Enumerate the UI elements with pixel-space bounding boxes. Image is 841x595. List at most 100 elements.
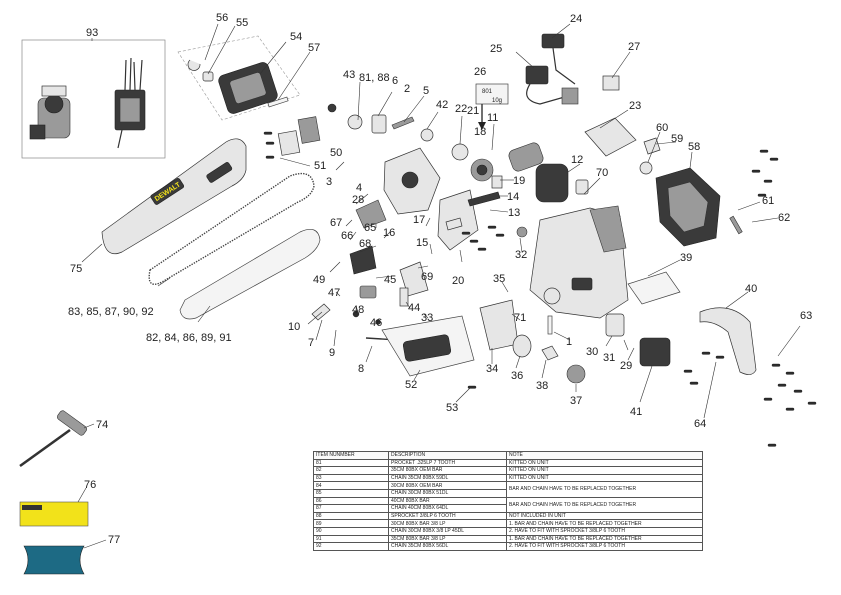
- callout-50: 50: [330, 147, 342, 159]
- scrench-tool: [19, 410, 87, 468]
- callout-77: 77: [108, 534, 120, 546]
- callout-8: 8: [358, 363, 364, 375]
- table-cell: CHAIN 30CM 80BX 3/8 LP 45DL: [388, 526, 507, 536]
- sticker-label: 801: [482, 89, 493, 95]
- table-cell: CHAIN 30CM 80BX 51DL: [388, 488, 507, 498]
- callout-38: 38: [536, 380, 548, 392]
- table-cell: BAR AND CHAIN HAVE TO BE REPLACED TOGETH…: [506, 481, 703, 498]
- table-cell: 35CM 80BX OEM BAR: [388, 466, 507, 475]
- callout-49: 49: [313, 274, 325, 286]
- motor-inset: [21, 38, 166, 159]
- callout-63: 63: [800, 310, 812, 322]
- table-header-row: ITEM NUNMBER DESCRIPTION NOTE: [313, 451, 703, 460]
- callout-18: 18: [474, 126, 486, 138]
- callout-47: 47: [328, 287, 340, 299]
- table-cell: PROCKET .325LP 7 TOOTH: [388, 458, 507, 468]
- callout-4: 4: [356, 182, 362, 194]
- table-row: 90 CHAIN 30CM 80BX 3/8 LP 45DL 2. HAVE T…: [313, 526, 703, 536]
- callout-12: 12: [571, 154, 583, 166]
- callout-9: 9: [329, 347, 335, 359]
- callout-64: 64: [694, 418, 706, 430]
- callout-67: 67: [330, 217, 342, 229]
- callout-27: 27: [628, 41, 640, 53]
- table-cell: KITTED ON UNIT: [506, 466, 703, 475]
- table-cell: CHAIN 35CM 80BX 56DL: [388, 542, 507, 551]
- callout-62: 62: [778, 212, 790, 224]
- callout-70: 70: [596, 167, 608, 179]
- table-row: 83 CHAIN 35CM 80BX 59DL KITTED ON UNIT: [313, 473, 703, 483]
- callout-29: 29: [620, 360, 632, 372]
- callout-76: 76: [84, 479, 96, 491]
- table-cell: 35CM 80BX BAR 3/8 LP: [388, 534, 507, 544]
- callout-71: 71: [514, 312, 526, 324]
- table-cell: 30CM 80BX OEM BAR: [388, 481, 507, 490]
- callout-32: 32: [515, 249, 527, 261]
- callout-13: 13: [508, 207, 520, 219]
- callout-69: 69: [421, 271, 433, 283]
- callout-57: 57: [308, 42, 320, 54]
- table-row: 91 35CM 80BX BAR 3/8 LP 1. BAR AND CHAIN…: [313, 534, 703, 544]
- table-cell: CHAIN 35CM 80BX 59DL: [388, 473, 507, 483]
- table-cell: 82: [313, 466, 389, 475]
- table-header-note: NOTE: [506, 451, 703, 460]
- callout-56: 56: [216, 12, 228, 24]
- callout-42: 42: [436, 99, 448, 111]
- callout-81-88: 81, 88: [359, 72, 390, 84]
- table-row: 88 SPROCKET 3/8LP 6 TOOTH NOT INCLUDED I…: [313, 511, 703, 521]
- callout-53: 53: [446, 402, 458, 414]
- callout-74: 74: [96, 419, 108, 431]
- callout-15: 15: [416, 237, 428, 249]
- callout-83-group: 83, 85, 87, 90, 92: [68, 306, 154, 318]
- table-cell: 89: [313, 519, 389, 528]
- table-cell: 85: [313, 488, 389, 498]
- callout-52: 52: [405, 379, 417, 391]
- motor-area: 801 10g: [475, 33, 637, 203]
- leader-lines: [77, 23, 801, 549]
- bar-scabbard: DEWALT: [101, 138, 247, 255]
- latch-group: [177, 35, 301, 121]
- callout-25: 25: [490, 43, 502, 55]
- callout-58: 58: [688, 141, 700, 153]
- table-cell: 92: [313, 542, 389, 551]
- callout-6: 6: [392, 75, 398, 87]
- table-header-description: DESCRIPTION: [388, 451, 507, 460]
- parts-table: ITEM NUNMBER DESCRIPTION NOTE 81 PROCKET…: [313, 451, 703, 551]
- callout-22: 22: [455, 103, 467, 115]
- callout-19: 19: [513, 175, 525, 187]
- callout-40: 40: [745, 283, 757, 295]
- callout-34: 34: [486, 363, 498, 375]
- callout-60: 60: [656, 122, 668, 134]
- callout-30: 30: [586, 346, 598, 358]
- callout-labels: 93 56 55 54 57 24 25 27 26 43 81, 88 6 2…: [68, 12, 812, 546]
- table-cell: 91: [313, 534, 389, 544]
- callout-10: 10: [288, 321, 300, 333]
- callout-17: 17: [413, 214, 425, 226]
- callout-2: 2: [404, 83, 410, 95]
- table-cell: KITTED ON UNIT: [506, 473, 703, 483]
- table-row: 92 CHAIN 35CM 80BX 56DL 2. HAVE TO FIT W…: [313, 542, 703, 551]
- callout-44: 44: [408, 302, 420, 314]
- callout-45: 45: [384, 274, 396, 286]
- table-cell: 81: [313, 458, 389, 468]
- callout-68: 68: [359, 238, 371, 250]
- table-row: 82 35CM 80BX OEM BAR KITTED ON UNIT: [313, 466, 703, 475]
- callout-59: 59: [671, 133, 683, 145]
- callout-11: 11: [487, 112, 498, 124]
- callout-16: 16: [383, 227, 395, 239]
- table-cell: 1. BAR AND CHAIN HAVE TO BE REPLACED TOG…: [506, 534, 703, 544]
- callout-43: 43: [343, 69, 355, 81]
- table-cell: 87: [313, 504, 389, 513]
- callout-5: 5: [423, 85, 429, 97]
- callout-82-group: 82, 84, 86, 89, 91: [146, 332, 232, 344]
- callout-37: 37: [570, 395, 582, 407]
- screws: [263, 131, 817, 447]
- callout-61: 61: [762, 195, 774, 207]
- table-row: 81 PROCKET .325LP 7 TOOTH KITTED ON UNIT: [313, 458, 703, 468]
- table-row: 86 40CM 80BX BAR BAR AND CHAIN HAVE TO B…: [313, 496, 703, 513]
- callout-1: 1: [566, 336, 572, 348]
- callout-66: 66: [341, 230, 353, 242]
- callout-3: 3: [326, 176, 332, 188]
- callout-93: 93: [86, 27, 98, 39]
- table-row: 89 30CM 80BX BAR 3/8 LP 1. BAR AND CHAIN…: [313, 519, 703, 528]
- guide-bar: [179, 229, 321, 320]
